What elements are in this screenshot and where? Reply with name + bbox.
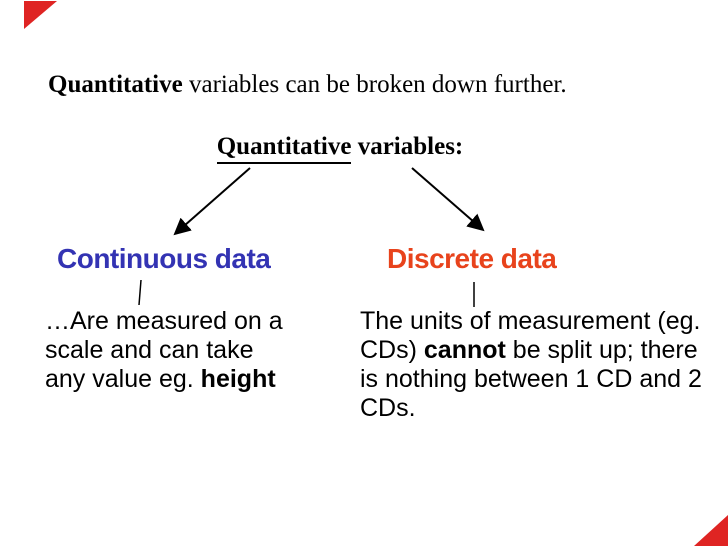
corner-accent-bottom-right-icon [694, 515, 728, 546]
discrete-description: The units of measurement (eg.CDs) cannot… [360, 307, 702, 422]
diagram-heading: Quantitative variables: [0, 133, 680, 164]
label-continuous-data: Continuous data [57, 243, 271, 274]
title-rest: variables can be broken down further. [182, 71, 567, 98]
arrow-to-continuous-icon [173, 167, 251, 236]
label-discrete-data: Discrete data [387, 243, 557, 274]
corner-accent-top-left-icon [24, 1, 57, 29]
title-bold-term: Quantitative [48, 71, 183, 98]
heading-underlined-term: Quantitative [216, 133, 352, 164]
heading-rest: variables: [351, 133, 464, 160]
arrow-to-discrete-icon [411, 167, 485, 232]
connector-continuous-icon [138, 279, 142, 306]
slide-title: Quantitative variables can be broken dow… [48, 72, 567, 98]
